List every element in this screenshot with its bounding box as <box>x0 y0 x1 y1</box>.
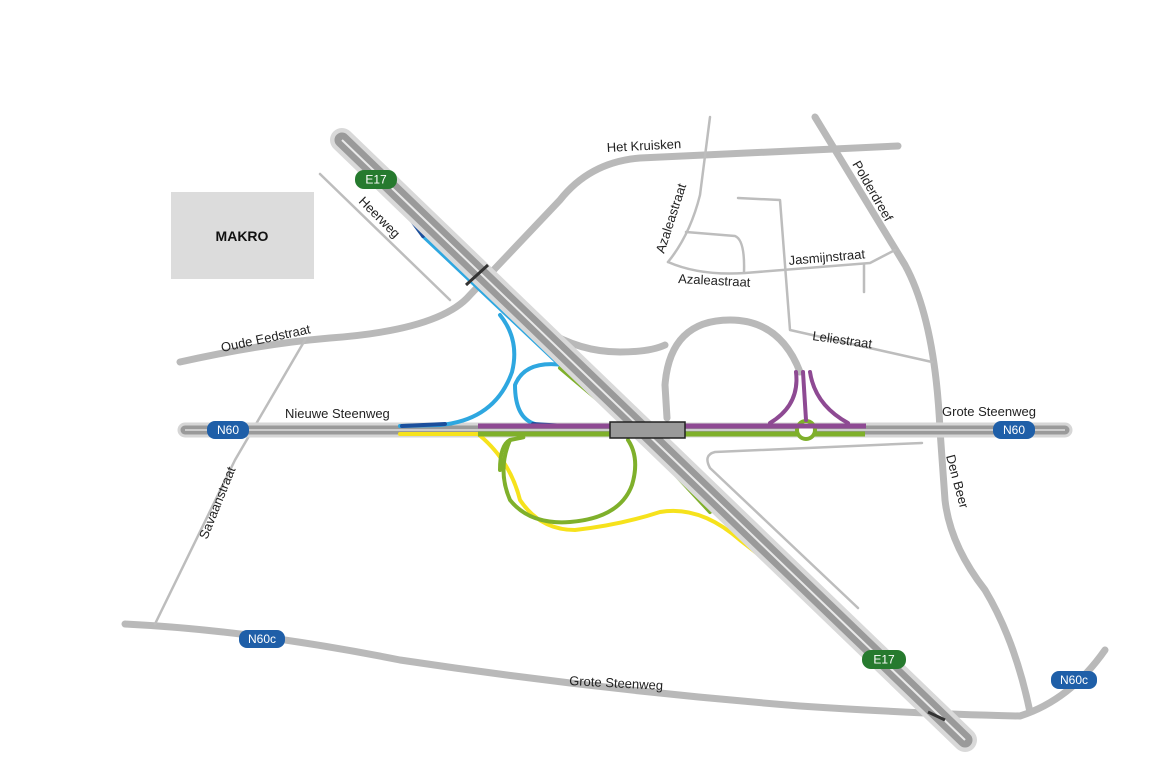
label-nieuwe-steenweg: Nieuwe Steenweg <box>285 406 390 421</box>
n60c-shield-left: N60c <box>239 630 285 648</box>
makro-label: MAKRO <box>216 228 269 244</box>
road-polderdreef <box>811 113 1034 716</box>
label-azaleastraat-h: Azaleastraat <box>678 271 751 290</box>
makro-building: MAKRO <box>171 192 314 279</box>
local-roads <box>121 113 1109 720</box>
road-service-southeast <box>706 441 924 610</box>
label-het-kruisken: Het Kruisken <box>606 136 681 155</box>
n60c-shield-right-text: N60c <box>1060 673 1088 687</box>
n60c-shield-right: N60c <box>1051 671 1097 689</box>
e17-shield-top: E17 <box>355 170 397 189</box>
label-savaanstraat: Savaanstraat <box>196 464 239 541</box>
road-savaanstraat <box>153 338 307 626</box>
ramp-purple <box>478 370 866 429</box>
n60c-shield-left-text: N60c <box>248 632 276 646</box>
road-jasmijn-branch <box>736 196 934 364</box>
road-inner-loop <box>684 230 746 274</box>
label-leliestraat: Leliestraat <box>812 328 874 351</box>
label-grote-steenweg-bottom: Grote Steenweg <box>569 673 664 693</box>
n60-shield-right-text: N60 <box>1003 423 1025 437</box>
road-north-loop <box>661 316 804 422</box>
n60-shield-left-text: N60 <box>217 423 239 437</box>
label-grote-steenweg-right: Grote Steenweg <box>942 404 1036 419</box>
n60-shield-left: N60 <box>207 421 249 439</box>
thin-streets <box>153 115 934 626</box>
e17-shield-bottom-text: E17 <box>873 653 895 667</box>
road-heerweg <box>318 172 452 302</box>
ramp-yellow <box>398 432 810 595</box>
n60-shield-right: N60 <box>993 421 1035 439</box>
label-jasmijnstraat: Jasmijnstraat <box>788 246 866 268</box>
road-azaleastraat-h <box>666 248 897 275</box>
bridges <box>464 263 946 722</box>
road-grote-steenweg-bottom <box>121 620 1109 720</box>
road-azaleastraat-v <box>666 115 712 264</box>
road-het-kruisken <box>176 142 902 366</box>
e17-highway <box>330 128 977 752</box>
e17-shield-bottom: E17 <box>862 650 906 669</box>
e17-shield-top-text: E17 <box>365 173 387 187</box>
label-azaleastraat-v: Azaleastraat <box>653 181 690 255</box>
